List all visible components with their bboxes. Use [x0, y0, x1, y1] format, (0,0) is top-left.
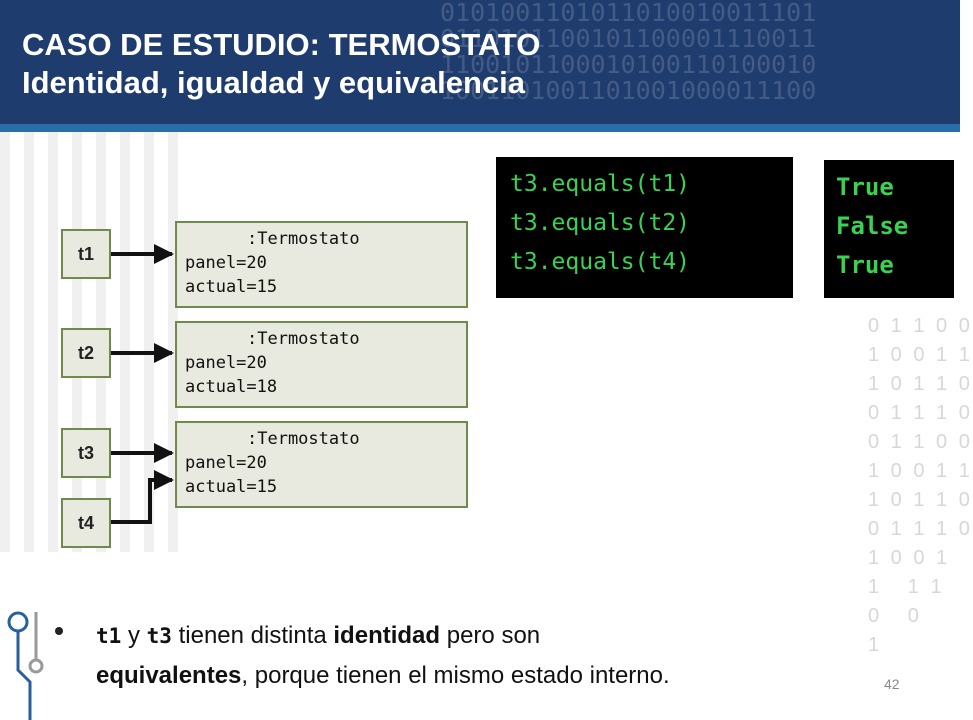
object-panel: panel=20	[185, 453, 267, 473]
title-line-1: CASO DE ESTUDIO: TERMOSTATO	[22, 27, 541, 62]
object-termostato-2: :Termostato panel=20 actual=18	[175, 321, 468, 408]
object-termostato-1: :Termostato panel=20 actual=15	[175, 221, 468, 308]
object-class: :Termostato	[247, 329, 360, 349]
code-line-1: t3.equals(t1)	[510, 171, 691, 197]
code-line-3: t3.equals(t4)	[510, 249, 691, 275]
term-identidad: identidad	[333, 622, 441, 649]
text-y: y	[127, 622, 140, 649]
bullet-marker	[55, 627, 63, 635]
bullet-text: t1 y t3 tienen distinta identidad pero s…	[96, 616, 876, 696]
object-actual: actual=15	[185, 477, 278, 497]
result-line-1: True	[836, 173, 894, 201]
object-panel: panel=20	[185, 253, 267, 273]
object-class: :Termostato	[247, 429, 360, 449]
result-line-3: True	[836, 251, 894, 279]
object-termostato-3: :Termostato panel=20 actual=15	[175, 421, 468, 508]
code-panel: t3.equals(t1) t3.equals(t2) t3.equals(t4…	[496, 157, 793, 298]
variable-t2: t2	[61, 328, 111, 378]
binary-decoration-right: 0 1 1 0 0 1 0 0 1 1 1 0 1 1 0 0 1 1 1 0 …	[868, 315, 973, 656]
code-t1: t1	[96, 624, 122, 648]
term-equivalentes: equivalentes	[96, 662, 242, 689]
variable-t1: t1	[61, 229, 111, 279]
object-actual: actual=15	[185, 277, 278, 297]
text-3: , porque tienen el mismo estado interno.	[241, 662, 670, 689]
page-number: 42	[884, 676, 900, 692]
binary-decoration: 0101001101011010010011101 01101011001011…	[440, 0, 817, 105]
slide-title: CASO DE ESTUDIO: TERMOSTATO Identidad, i…	[22, 26, 540, 102]
variable-t4: t4	[61, 498, 111, 548]
text-2: pero son	[446, 622, 541, 649]
arrow-t4	[111, 470, 174, 524]
result-panel: True False True	[824, 160, 954, 298]
object-class: :Termostato	[247, 229, 360, 249]
object-panel: panel=20	[185, 353, 267, 373]
object-actual: actual=18	[185, 377, 278, 397]
variable-t3: t3	[61, 428, 111, 478]
code-t3: t3	[146, 624, 172, 648]
code-line-2: t3.equals(t2)	[510, 210, 691, 236]
header-stripe	[0, 124, 960, 132]
title-line-2: Identidad, igualdad y equivalencia	[22, 65, 526, 100]
circuit-icon	[7, 611, 44, 720]
text-1: tienen distinta	[178, 622, 327, 649]
slide-header: 0101001101011010010011101 01101011001011…	[0, 0, 960, 132]
result-line-2: False	[836, 212, 909, 240]
